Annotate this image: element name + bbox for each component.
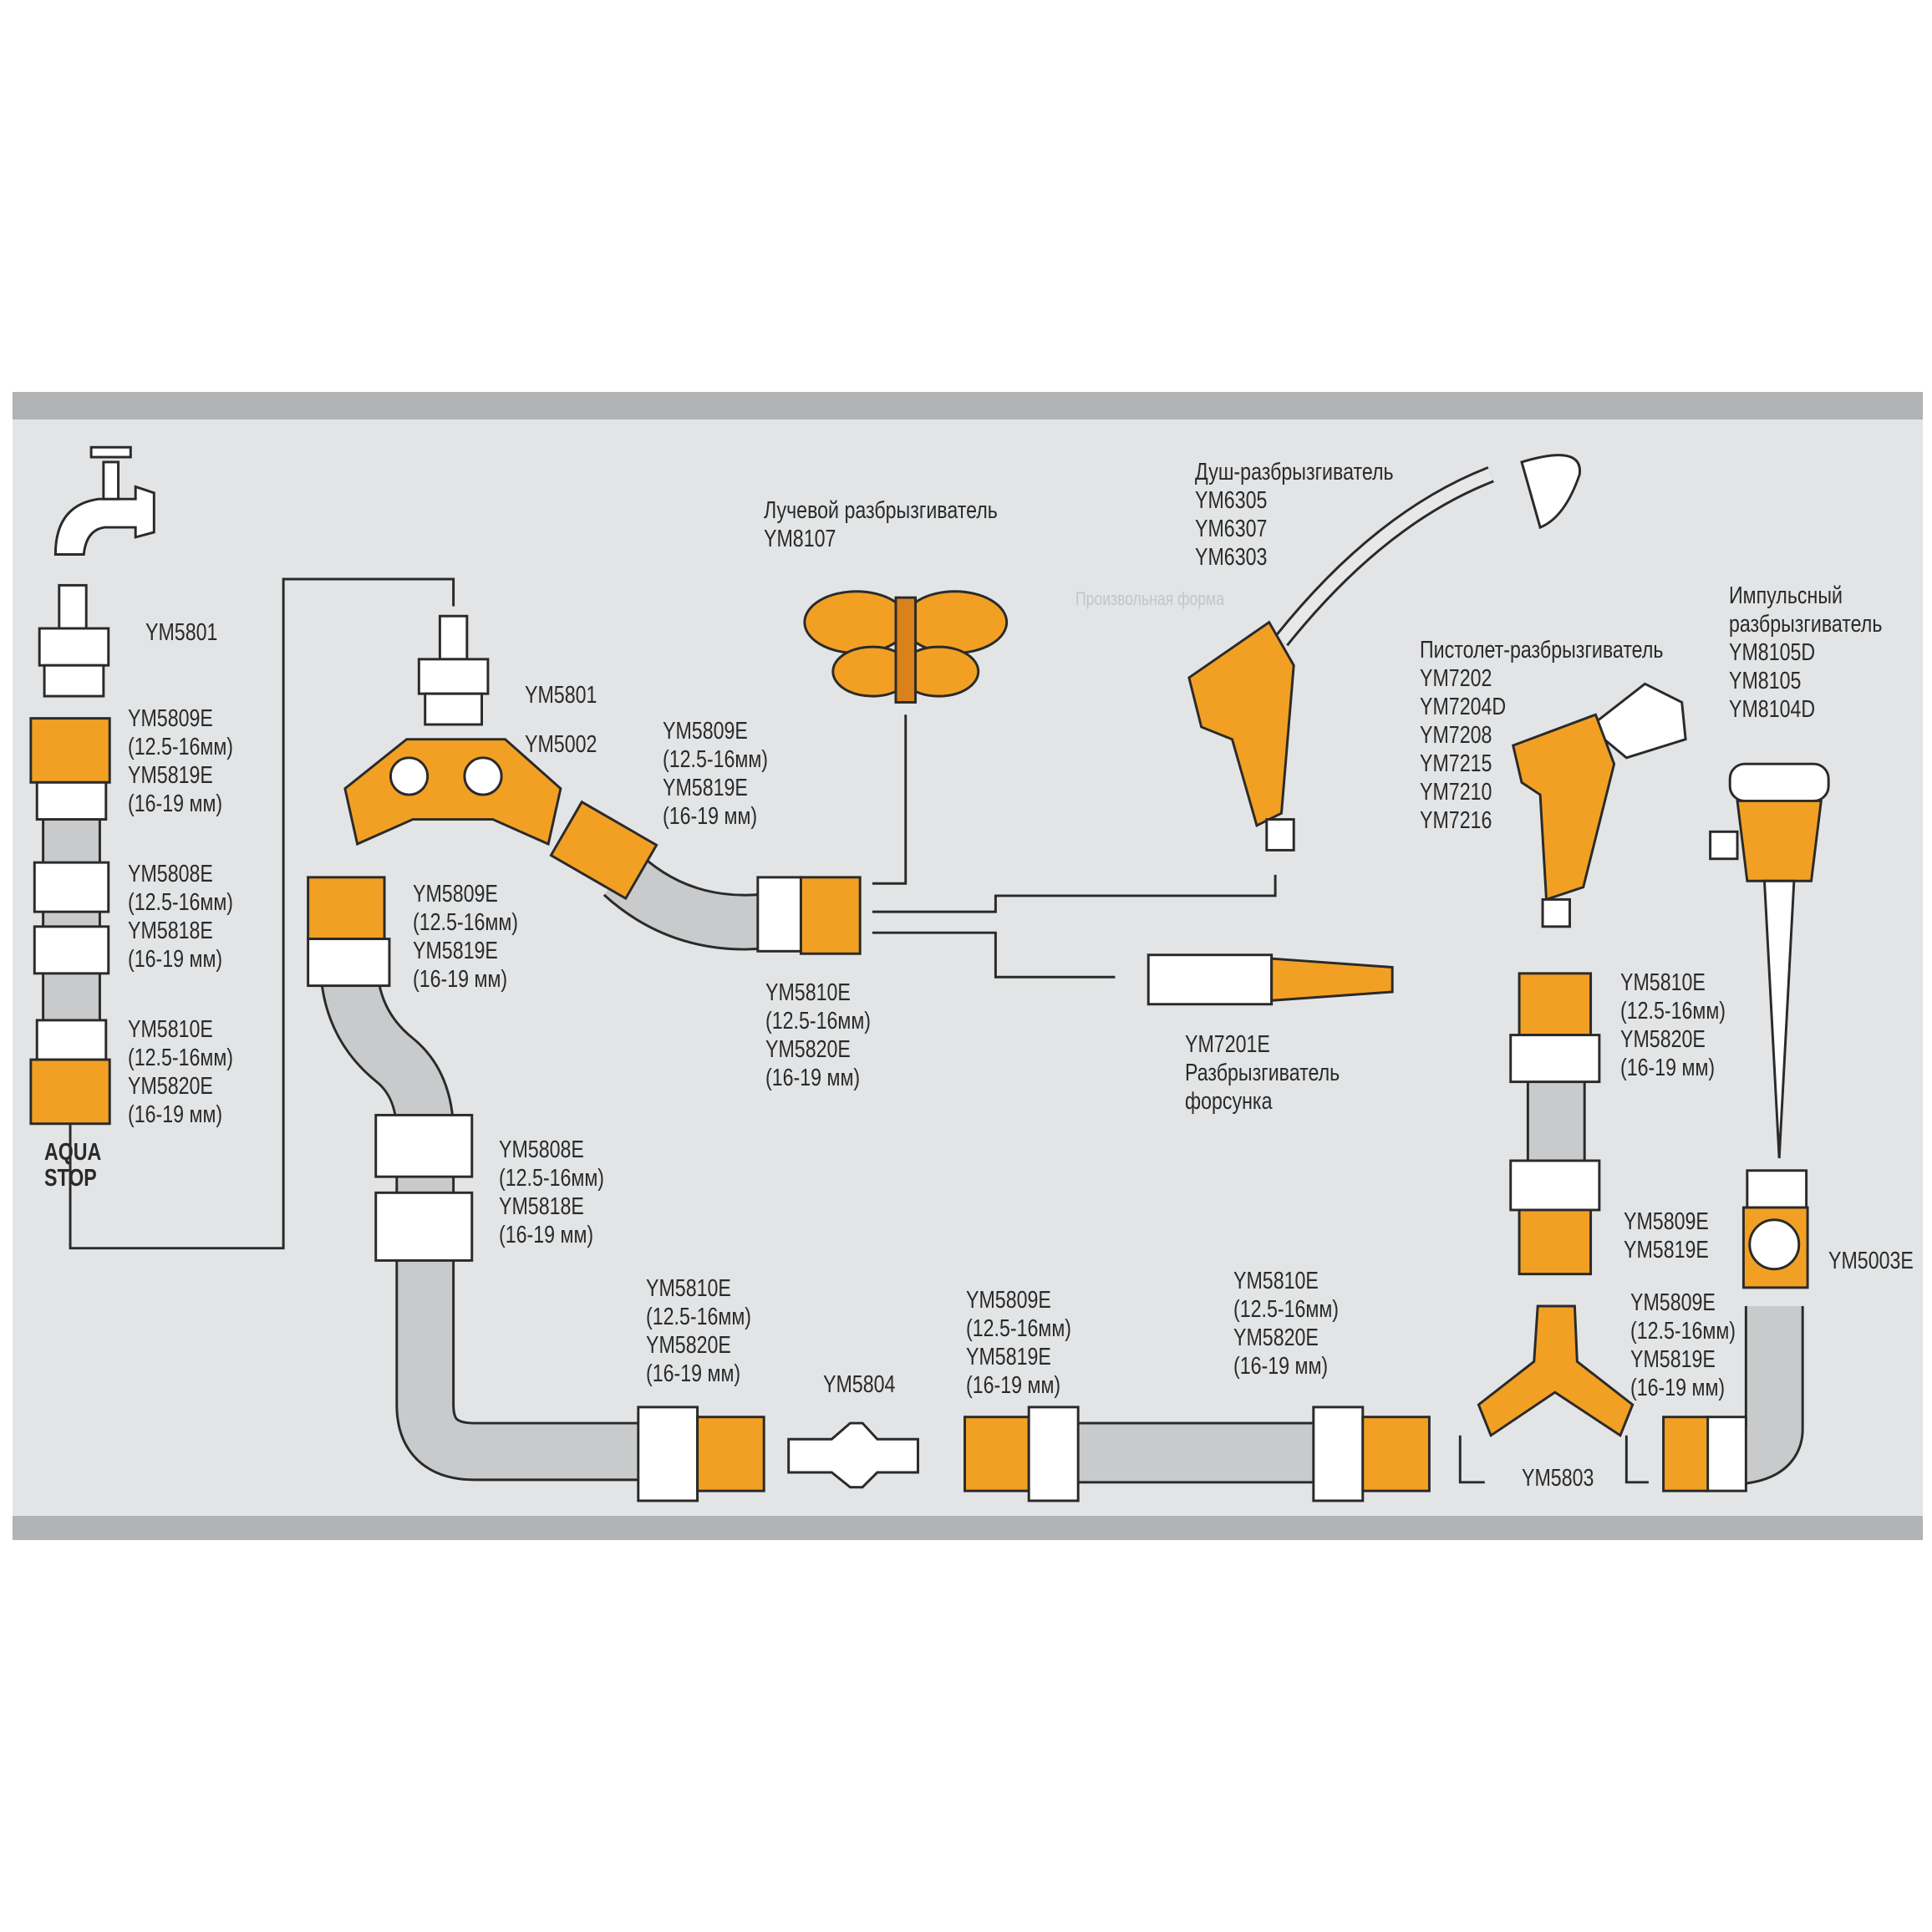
top-band bbox=[13, 392, 1923, 419]
coupling-icon bbox=[33, 925, 110, 975]
ribbed-nut bbox=[756, 876, 802, 953]
coupling-icon bbox=[33, 861, 110, 913]
label-hose-connector-left: YM5809E(12.5-16мм)YM5819E(16-19 мм) bbox=[413, 881, 519, 993]
stop-connector-icon bbox=[1361, 1416, 1431, 1492]
label-twin-valve: YM5002 bbox=[525, 731, 597, 758]
label-left-connector: YM5809E(12.5-16мм)YM5819E(16-19 мм) bbox=[128, 705, 234, 817]
coupling-icon bbox=[374, 1113, 474, 1178]
aqua-stop-connector-icon bbox=[29, 1058, 111, 1126]
ribbed-nut bbox=[1705, 1416, 1747, 1492]
label-top-connector: YM5801 bbox=[525, 682, 597, 709]
connection-line bbox=[872, 931, 1116, 979]
ribbed-nut bbox=[1027, 1406, 1080, 1502]
label-angled-connector: YM5809E(12.5-16мм)YM5819E(16-19 мм) bbox=[663, 718, 769, 830]
label-left-coupling: YM5808E(12.5-16мм)YM5818E(16-19 мм) bbox=[128, 861, 234, 973]
label-bottom-connector-2: YM5809E(12.5-16мм)YM5819E(16-19 мм) bbox=[1630, 1289, 1736, 1401]
ribbed-nut bbox=[307, 938, 391, 988]
ray-sprinkler-icon bbox=[803, 590, 1009, 704]
orange-connector-icon bbox=[29, 717, 111, 784]
connection-line bbox=[872, 714, 908, 885]
label-y-connector: YM5803 bbox=[1522, 1465, 1594, 1492]
top-connector-icon bbox=[417, 614, 490, 726]
valve-knob-icon bbox=[1748, 1218, 1801, 1271]
orange-connector-icon bbox=[307, 876, 386, 941]
shower-sprinkler-icon bbox=[1187, 454, 1581, 852]
impulse-sprinkler-icon bbox=[1709, 762, 1830, 1159]
label-bottom-connector-1: YM5809E(12.5-16мм)YM5819E(16-19 мм) bbox=[966, 1287, 1072, 1399]
ribbed-nut bbox=[35, 1019, 108, 1061]
coupling-icon bbox=[374, 1191, 474, 1262]
faucet-connector-icon bbox=[38, 583, 110, 698]
faucet-icon bbox=[53, 445, 155, 556]
hose-pipe bbox=[321, 960, 648, 1479]
hose-pipe bbox=[1070, 1421, 1320, 1484]
label-stop-connector-right: YM5810E(12.5-16мм)YM5820E(16-19 мм) bbox=[1620, 969, 1726, 1081]
ribbed-nut bbox=[637, 1406, 699, 1502]
stop-connector-icon bbox=[696, 1416, 765, 1492]
orange-connector-icon bbox=[1662, 1416, 1710, 1492]
stop-connector-icon bbox=[1518, 972, 1593, 1037]
orange-connector-icon bbox=[963, 1416, 1030, 1492]
hose-pipe bbox=[1526, 1070, 1586, 1172]
valve-knob-icon bbox=[389, 756, 430, 796]
ribbed-nut bbox=[1509, 1034, 1601, 1084]
nozzle-icon bbox=[1146, 953, 1394, 1006]
label-valve-right: YM5003E bbox=[1828, 1248, 1914, 1274]
y-connector-icon bbox=[1477, 1304, 1635, 1438]
ribbed-nut bbox=[1509, 1159, 1601, 1212]
orange-connector-icon bbox=[549, 800, 658, 901]
bottom-band bbox=[13, 1516, 1923, 1540]
valve-knob-icon bbox=[463, 756, 503, 796]
connection-line bbox=[69, 577, 455, 1250]
label-left-stop-connector: YM5810E(12.5-16мм)YM5820E(16-19 мм) bbox=[128, 1016, 234, 1128]
ribbed-nut bbox=[1746, 1169, 1808, 1209]
watermark-text: Произвольная форма bbox=[1075, 588, 1224, 609]
ribbed-nut bbox=[35, 780, 108, 821]
label-stop-connector-mid: YM5810E(12.5-16мм)YM5820E(16-19 мм) bbox=[765, 979, 872, 1091]
repair-coupling-icon bbox=[787, 1421, 919, 1489]
connection-line bbox=[872, 874, 1277, 913]
label-bottom-stop-1: YM5810E(12.5-16мм)YM5820E(16-19 мм) bbox=[646, 1275, 752, 1387]
label-repair-coupling: YM5804 bbox=[823, 1371, 896, 1398]
ribbed-nut bbox=[1312, 1406, 1365, 1502]
connection-line bbox=[1458, 1435, 1485, 1484]
label-hose-coupling: YM5808E(12.5-16мм)YM5818E(16-19 мм) bbox=[499, 1136, 605, 1248]
connection-line bbox=[1624, 1435, 1649, 1484]
orange-connector-icon bbox=[1518, 1208, 1593, 1276]
label-faucet-connector: YM5801 bbox=[145, 619, 218, 646]
label-bottom-stop-2: YM5810E(12.5-16мм)YM5820E(16-19 мм) bbox=[1233, 1268, 1340, 1380]
stop-connector-icon bbox=[799, 876, 862, 955]
pistol-sprinkler-icon bbox=[1511, 682, 1687, 928]
